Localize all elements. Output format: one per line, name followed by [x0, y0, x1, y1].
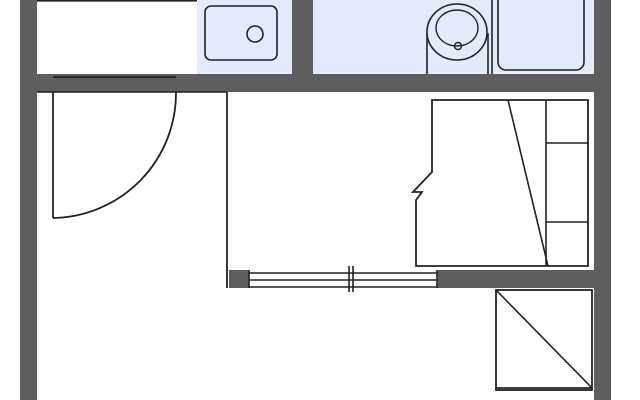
- sink-drain: [246, 25, 264, 43]
- door-swing-icon: [52, 76, 177, 219]
- bed-outline: [410, 99, 589, 267]
- toilet-drain: [453, 41, 463, 51]
- bed-icon: [410, 99, 589, 267]
- kitchen-sink-icon: [204, 5, 278, 61]
- closet-outline: [495, 289, 593, 391]
- kitchen-counter-fill: [197, 0, 292, 74]
- wall-wet-area-bottom: [37, 74, 594, 92]
- closet-icon: [495, 289, 593, 391]
- toilet-seat: [435, 9, 479, 47]
- bathtub-icon: [497, 0, 585, 71]
- toilet-icon: [426, 0, 493, 74]
- wall-right: [594, 0, 611, 400]
- walls: [20, 0, 611, 400]
- wall-left: [20, 0, 37, 400]
- bed-cover-fold: [507, 99, 549, 267]
- wall-lower-room-top: [437, 270, 594, 288]
- sink-basin: [204, 5, 278, 61]
- sliding-door-icon: [248, 266, 438, 292]
- door-jamb: [229, 270, 249, 288]
- door-swing-arc: [52, 91, 177, 219]
- closet-diagonal: [495, 289, 593, 389]
- bathtub-basin: [497, 0, 585, 71]
- wall-kitchen-bath-divider: [292, 0, 313, 74]
- toilet-bowl: [426, 3, 488, 61]
